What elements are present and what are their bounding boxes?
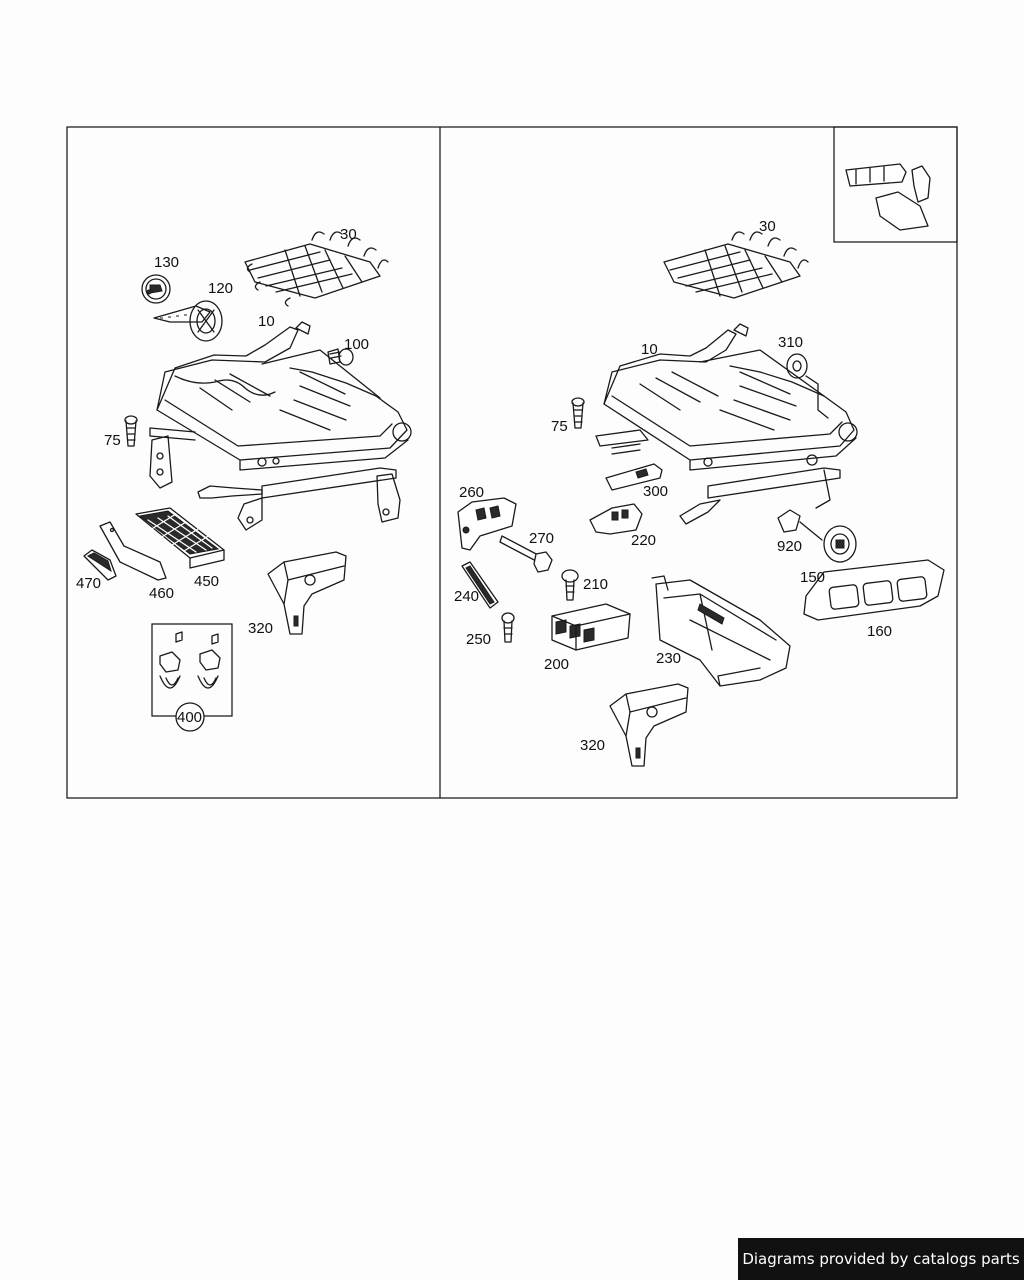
part-260-module[interactable] <box>457 497 517 551</box>
callout-label: 920 <box>777 538 802 555</box>
callout-label: 460 <box>149 585 174 602</box>
inset-seat-switch <box>833 126 958 243</box>
callout-label: 320 <box>580 737 605 754</box>
callout-label: 470 <box>76 575 101 592</box>
callout-label: 210 <box>583 576 608 593</box>
part-210-screw[interactable] <box>561 569 579 601</box>
part-75-screw[interactable] <box>124 415 138 447</box>
callout-label: 75 <box>104 432 121 449</box>
part-200-control-unit[interactable] <box>551 603 631 651</box>
footer-credit-text: Diagrams provided by catalogs parts <box>742 1250 1020 1268</box>
callout-label: 150 <box>800 569 825 586</box>
callout-label: 260 <box>459 484 484 501</box>
part-270-bolt[interactable] <box>499 535 553 573</box>
part-120-lever[interactable] <box>153 300 223 342</box>
part-250-screw[interactable] <box>501 612 515 643</box>
callout-label: 250 <box>466 631 491 648</box>
callout-label: 310 <box>778 334 803 351</box>
part-10-seat-frame[interactable] <box>149 321 412 531</box>
callout-label: 270 <box>529 530 554 547</box>
callout-label: 400 <box>177 709 202 726</box>
part-10-seat-frame-right[interactable] <box>595 323 858 525</box>
part-150-knob[interactable] <box>823 525 857 563</box>
part-470-trim[interactable] <box>83 549 117 581</box>
part-310-disc[interactable] <box>786 353 829 419</box>
callout-label: 300 <box>643 483 668 500</box>
callout-label: 240 <box>454 588 479 605</box>
part-220-connector[interactable] <box>589 503 643 535</box>
callout-label: 30 <box>759 218 776 235</box>
callout-label: 10 <box>258 313 275 330</box>
part-100-bolt[interactable] <box>327 348 354 366</box>
callout-label: 75 <box>551 418 568 435</box>
part-230-housing[interactable] <box>651 575 791 687</box>
left-panel <box>83 231 412 732</box>
part-320-bracket-right[interactable] <box>609 683 689 767</box>
callout-label: 120 <box>208 280 233 297</box>
part-160-switch-bezel[interactable] <box>803 559 945 621</box>
footer-credit: Diagrams provided by catalogs parts <box>738 1238 1024 1280</box>
part-320-bracket[interactable] <box>267 551 347 635</box>
part-400-kit[interactable] <box>151 623 233 732</box>
callout-label: 230 <box>656 650 681 667</box>
callout-label: 10 <box>641 341 658 358</box>
callout-label: 220 <box>631 532 656 549</box>
part-30-spring-mat-right[interactable] <box>663 231 809 299</box>
part-240-strip[interactable] <box>461 561 499 609</box>
callout-label: 130 <box>154 254 179 271</box>
part-130-disc[interactable] <box>141 274 171 304</box>
callout-label: 100 <box>344 336 369 353</box>
right-panel <box>457 126 958 767</box>
right-callouts: 30 10 310 75 260 300 270 220 920 240 210… <box>454 218 892 754</box>
diagram-frame <box>66 126 958 799</box>
part-75-screw-right[interactable] <box>571 397 585 429</box>
callout-label: 30 <box>340 226 357 243</box>
callout-label: 160 <box>867 623 892 640</box>
part-460-cover[interactable] <box>99 521 167 581</box>
part-450-tray[interactable] <box>135 507 225 569</box>
part-920-clip[interactable] <box>777 509 823 541</box>
part-30-spring-mat[interactable] <box>244 231 389 307</box>
left-callouts: 30 130 120 10 100 75 470 460 450 320 400 <box>76 226 369 726</box>
part-300-bar[interactable] <box>605 463 663 491</box>
callout-label: 320 <box>248 620 273 637</box>
callout-label: 450 <box>194 573 219 590</box>
callout-label: 200 <box>544 656 569 673</box>
